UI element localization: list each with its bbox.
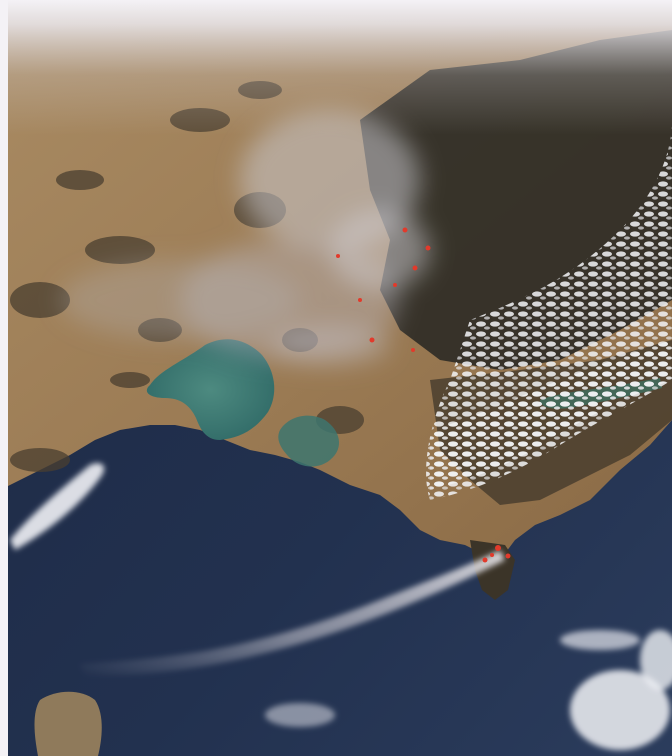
port-phillip-bay — [146, 339, 275, 440]
cloud-southeast — [265, 630, 672, 750]
promontory — [470, 540, 515, 600]
cloud-bank-east — [426, 120, 672, 500]
top-haze — [0, 0, 672, 300]
left-border — [0, 0, 8, 756]
western-port — [278, 415, 340, 467]
island-bottom-left — [34, 691, 102, 756]
smoke-plume-sea — [80, 550, 505, 676]
cloud-west — [10, 463, 105, 550]
